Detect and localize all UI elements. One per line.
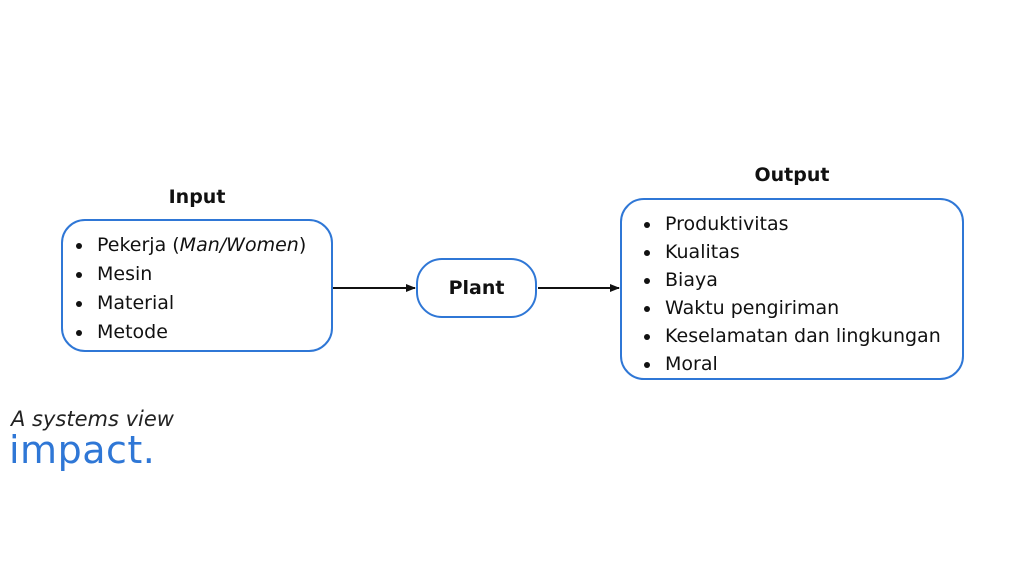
input-list: Pekerja (Man/Women) Mesin Material Metod…: [63, 221, 331, 347]
input-item-material: Material: [73, 289, 331, 318]
output-item-kualitas: Kualitas: [641, 238, 962, 266]
output-item-produktivitas: Produktivitas: [641, 210, 962, 238]
output-list: Produktivitas Kualitas Biaya Waktu pengi…: [622, 200, 962, 378]
input-box: Pekerja (Man/Women) Mesin Material Metod…: [61, 219, 333, 352]
input-item-pekerja: Pekerja (Man/Women): [73, 231, 331, 260]
input-item-tail: ): [298, 234, 307, 256]
input-item-label: Pekerja (: [97, 234, 180, 256]
brand-logo: impact.: [9, 428, 156, 472]
output-title: Output: [754, 164, 830, 186]
output-item-biaya: Biaya: [641, 266, 962, 294]
output-item-waktu-pengiriman: Waktu pengiriman: [641, 294, 962, 322]
output-item-moral: Moral: [641, 350, 962, 378]
input-item-emphasis: Man/Women: [179, 234, 299, 256]
input-item-metode: Metode: [73, 318, 331, 347]
input-title: Input: [168, 186, 226, 208]
plant-label: Plant: [448, 277, 505, 299]
output-box: Produktivitas Kualitas Biaya Waktu pengi…: [620, 198, 964, 380]
plant-box: Plant: [416, 258, 537, 318]
input-item-mesin: Mesin: [73, 260, 331, 289]
subtitle: A systems view: [11, 407, 174, 431]
output-item-keselamatan: Keselamatan dan lingkungan: [641, 322, 962, 350]
